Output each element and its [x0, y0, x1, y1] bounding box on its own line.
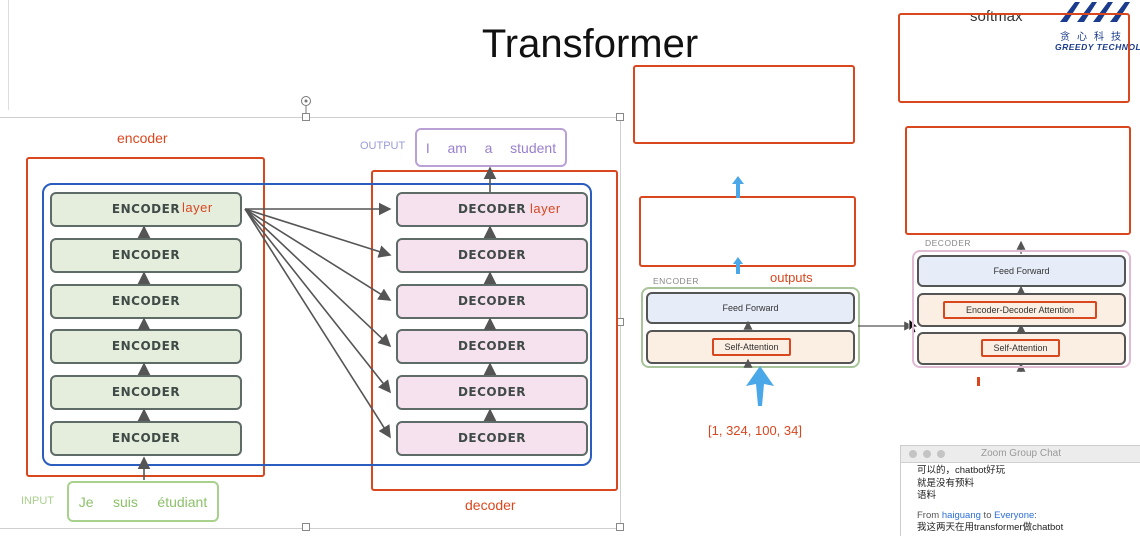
resize-handle-bottom[interactable] — [302, 523, 310, 531]
encoder-group-label: encoder — [117, 130, 168, 146]
chat-message: 就是没有预料 — [917, 477, 975, 489]
output-word: am — [447, 139, 467, 156]
decoder-group-label: decoder — [465, 497, 516, 513]
output-word: I — [425, 139, 430, 156]
encoder-decoder-arrows — [137, 166, 497, 480]
self-attention-label: Self-Attention — [981, 339, 1060, 357]
chat-sender-line: From haiguang to Everyone: — [901, 510, 1140, 523]
layer-annotation: layer — [182, 200, 213, 215]
chat-title: Zoom Group Chat — [980, 448, 1062, 459]
up-arrow-icon — [733, 257, 743, 274]
slide-title: Transformer — [481, 22, 699, 66]
chat-message: 语料 — [917, 490, 937, 501]
input-label: INPUT — [21, 495, 54, 507]
cursor-mark — [977, 377, 980, 386]
layer-annotation: layer — [530, 201, 561, 216]
linear-box — [905, 126, 1131, 235]
logo-text: GREEDY TECHNOLO — [1055, 42, 1140, 52]
output-box-middle — [639, 196, 856, 267]
output-word: student — [510, 139, 557, 156]
input-word: suis — [113, 493, 138, 510]
logo-chinese-text: 贪心科技 — [1060, 32, 1128, 43]
self-attention-label: Self-Attention — [712, 338, 791, 356]
feed-forward-block: Feed Forward — [917, 255, 1126, 287]
input-word: étudiant — [157, 493, 208, 510]
chat-message: 可以的，chatbot好玩 — [917, 465, 1006, 476]
input-vector-label: [1, 324, 100, 34] — [708, 423, 802, 438]
maximize-window-icon[interactable] — [937, 450, 945, 458]
transformer-box — [42, 183, 592, 466]
rotate-handle-icon[interactable] — [298, 94, 314, 116]
output-box-top — [633, 65, 855, 144]
input-word: Je — [78, 493, 94, 510]
decoder-block-label: DECODER — [457, 202, 527, 216]
enc-dec-attention-block: Encoder-Decoder Attention — [917, 293, 1126, 327]
minimize-window-icon[interactable] — [923, 450, 931, 458]
output-word: a — [484, 139, 493, 156]
recipient-name[interactable]: Everyone — [994, 509, 1035, 521]
softmax-box — [898, 13, 1130, 103]
greedy-logo-icon — [1060, 2, 1130, 22]
big-up-arrow-icon — [746, 366, 774, 406]
decoder-block: DECODER — [396, 421, 588, 456]
zoom-chat-window[interactable]: Zoom Group Chat 可以的，chatbot好玩 就是没有预料 语料 … — [900, 445, 1140, 536]
chat-title-bar[interactable]: Zoom Group Chat — [901, 446, 1140, 463]
output-sequence-box: I am a student — [415, 128, 567, 167]
resize-handle-top-right[interactable] — [616, 113, 624, 121]
enc-dec-attention-label: Encoder-Decoder Attention — [943, 301, 1097, 319]
output-label: OUTPUT — [360, 140, 406, 152]
from-prefix: From — [917, 509, 942, 521]
decoder-small-label: DECODER — [925, 238, 972, 248]
decoder-detail-box — [912, 250, 1131, 368]
encoder-small-label: ENCODER — [653, 276, 700, 286]
encoder-block: ENCODER — [50, 421, 242, 456]
chat-message: 我这两天在用transformer做chatbot — [917, 522, 1064, 533]
self-attention-block: Self-Attention — [646, 330, 855, 364]
encoder-block-label: ENCODER — [111, 202, 181, 216]
up-arrow-icon — [732, 176, 744, 198]
resize-handle-bottom-right[interactable] — [616, 523, 624, 531]
encoder-group-box — [26, 157, 265, 477]
self-attention-block: Self-Attention — [917, 332, 1126, 365]
softmax-label: softmax — [970, 8, 1023, 25]
encoder-block: ENCODER — [50, 375, 242, 410]
close-window-icon[interactable] — [909, 450, 917, 458]
input-sequence-box: Je suis étudiant — [67, 481, 219, 522]
colon: : — [1034, 509, 1037, 521]
sender-name[interactable]: haiguang — [941, 509, 981, 521]
slide-edge — [0, 0, 9, 110]
encoder-block: ENCODER — [50, 284, 242, 319]
outputs-label: outputs — [770, 270, 813, 285]
to-text: to — [980, 509, 995, 521]
